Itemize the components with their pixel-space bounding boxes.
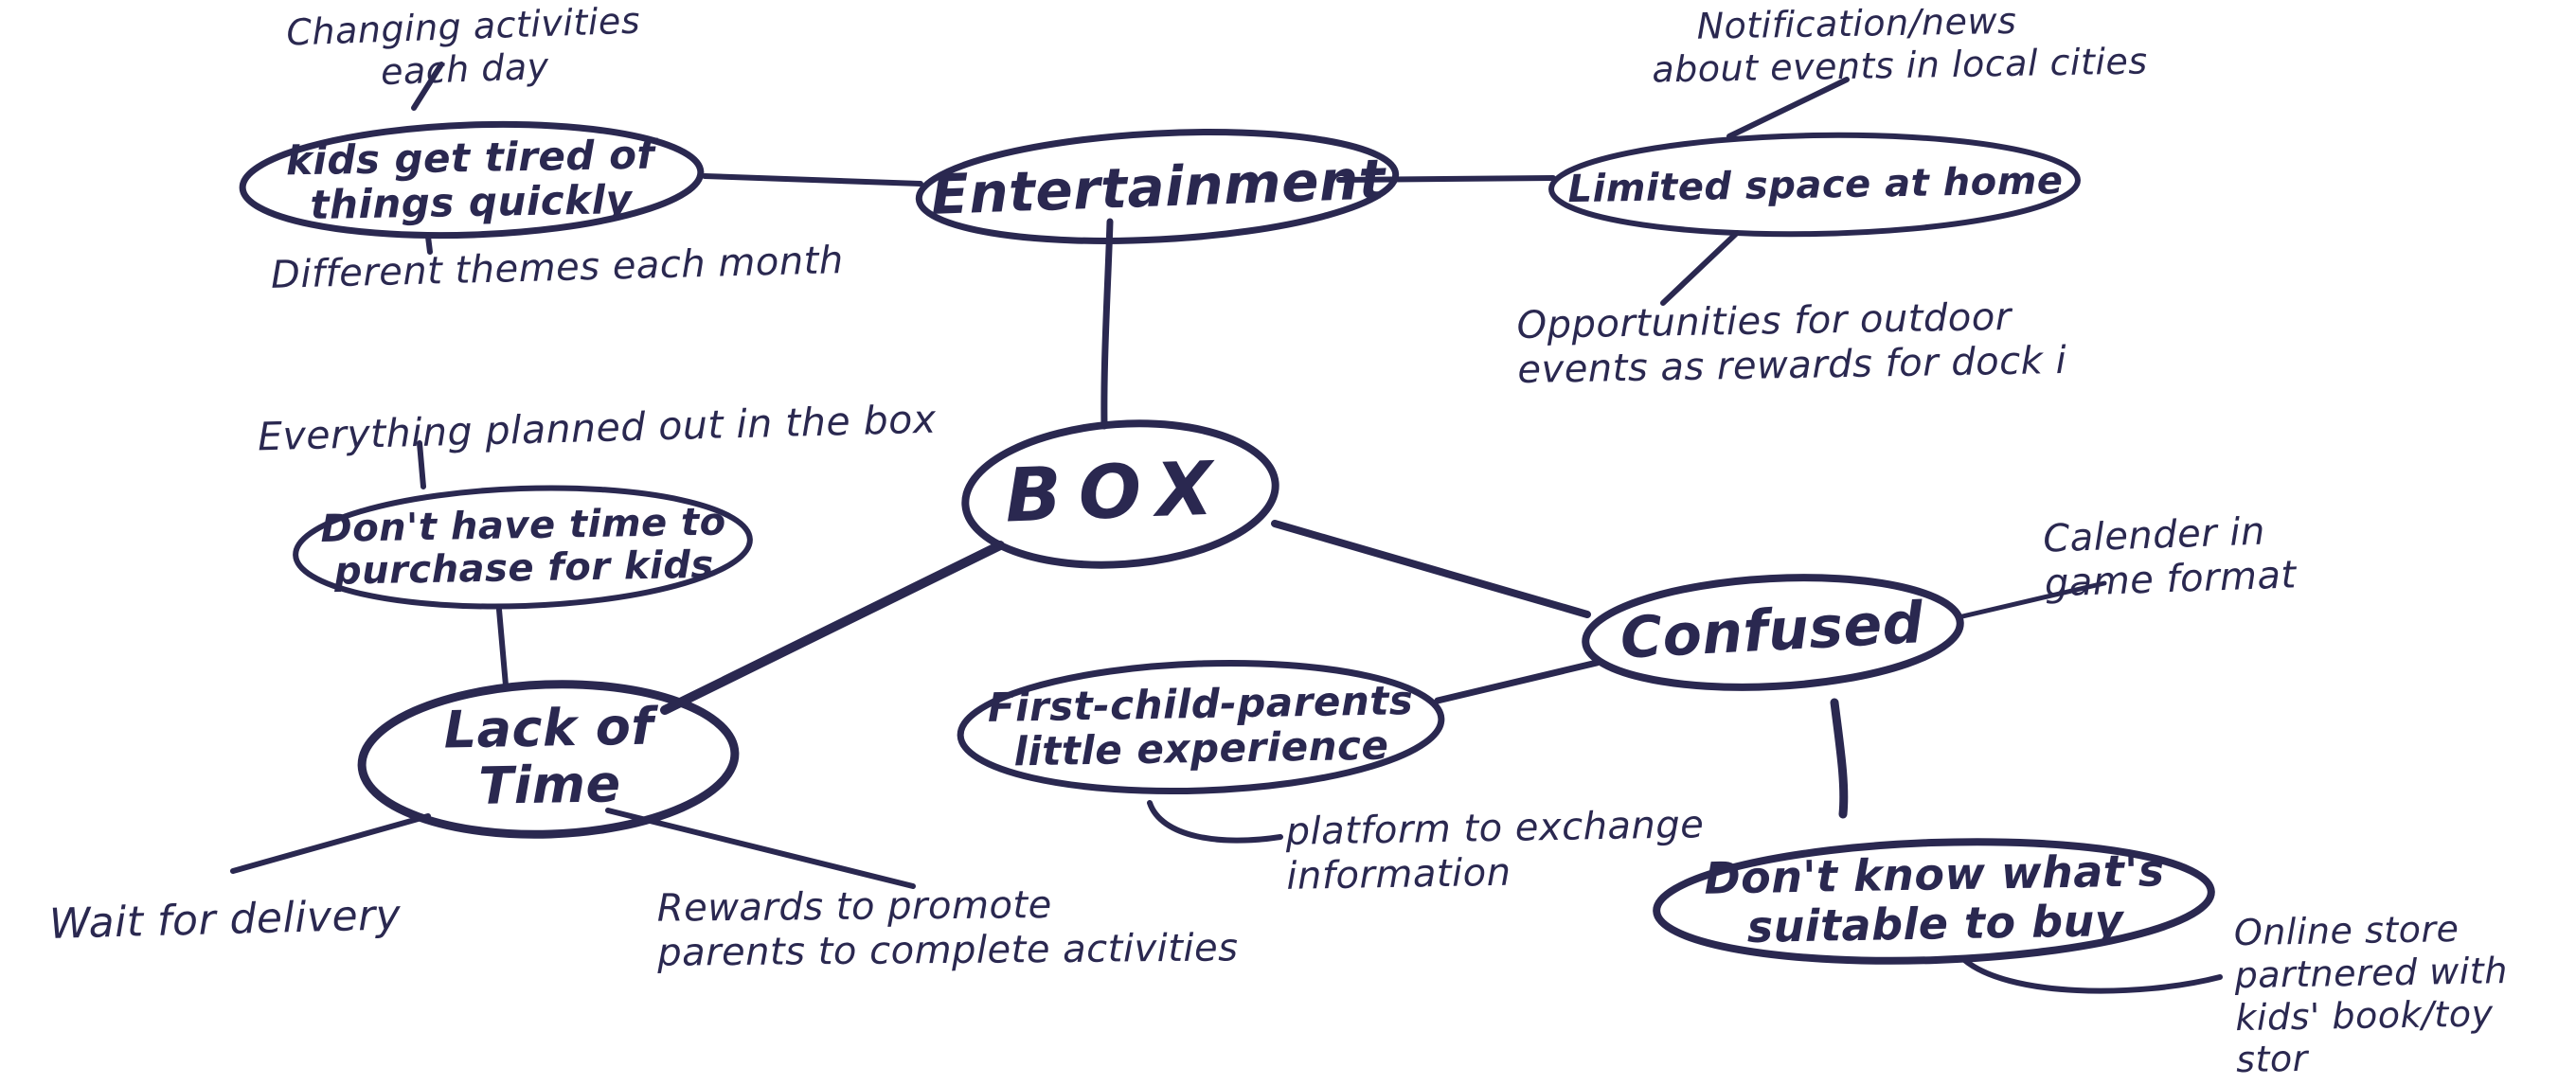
lack-of-time-node-label: Lack of Time <box>443 696 654 817</box>
changing-activities-note: Changing activities each day <box>285 0 641 93</box>
edge-box-to-lack-of-time <box>660 541 1005 715</box>
dont-know-node-label: Don't know what's suitable to buy <box>1703 845 2166 952</box>
box-node-ellipse <box>961 419 1279 569</box>
first-child-parents-node-label: First-child-parents little experience <box>987 677 1414 775</box>
edge-kids-tired-to-different-themes <box>425 234 433 255</box>
edge-notification-news-to-limited-space <box>1726 77 1850 139</box>
edge-limited-space-to-opportunities <box>1660 230 1740 306</box>
edge-lack-of-time-to-rewards-promote <box>605 808 916 889</box>
limited-space-node-ellipse <box>1548 132 2081 238</box>
online-store-note: Online store partnered with kids' book/t… <box>2233 908 2509 1081</box>
platform-exchange-note: platform to exchange information <box>1285 803 1705 899</box>
first-child-parents-node-ellipse <box>957 659 1445 795</box>
edge-everything-planned-to-no-time <box>417 440 426 489</box>
confused-node-ellipse <box>1582 574 1964 691</box>
edge-entertainment-to-box <box>1100 218 1114 430</box>
box-node-label: BOX <box>1003 446 1232 540</box>
limited-space-node-label: Limited space at home <box>1567 159 2064 212</box>
edge-box-to-confused <box>1271 520 1591 618</box>
edge-changing-activities-to-kids-tired <box>411 62 444 111</box>
edge-no-time-to-lack-of-time <box>496 607 509 688</box>
lack-of-time-node-ellipse <box>357 680 740 839</box>
edge-lack-of-time-to-wait-delivery <box>230 813 431 874</box>
edge-entertainment-to-limited-space <box>1336 175 1556 183</box>
dont-know-node-ellipse <box>1653 838 2215 965</box>
edge-kids-tired-to-entertainment <box>702 173 923 187</box>
edge-confused-to-first-child-parents <box>1434 659 1601 704</box>
kids-tired-node-ellipse <box>239 120 705 240</box>
rewards-promote-note: Rewards to promote parents to complete a… <box>656 883 1239 975</box>
calender-game-note: Calender in game format <box>2042 509 2298 606</box>
no-time-purchase-node-label: Don't have time to purchase for kids <box>320 500 727 594</box>
kids-tired-node-label: kids get tired of things quickly <box>285 131 655 228</box>
edge-first-child-to-platform-exchange <box>1147 800 1283 844</box>
wait-delivery-note: Wait for delivery <box>48 891 402 949</box>
edge-confused-to-calender-game <box>1956 580 2107 620</box>
entertainment-node-ellipse <box>915 129 1400 244</box>
edge-confused-to-dont-know <box>1830 698 1849 819</box>
edge-dont-know-to-online-store <box>1959 955 2223 994</box>
opportunities-outdoor-note: Opportunities for outdoor events as rewa… <box>1516 294 2067 393</box>
no-time-purchase-node-ellipse <box>293 485 753 610</box>
notification-news-note: Notification/news about events in local … <box>1652 0 2148 91</box>
